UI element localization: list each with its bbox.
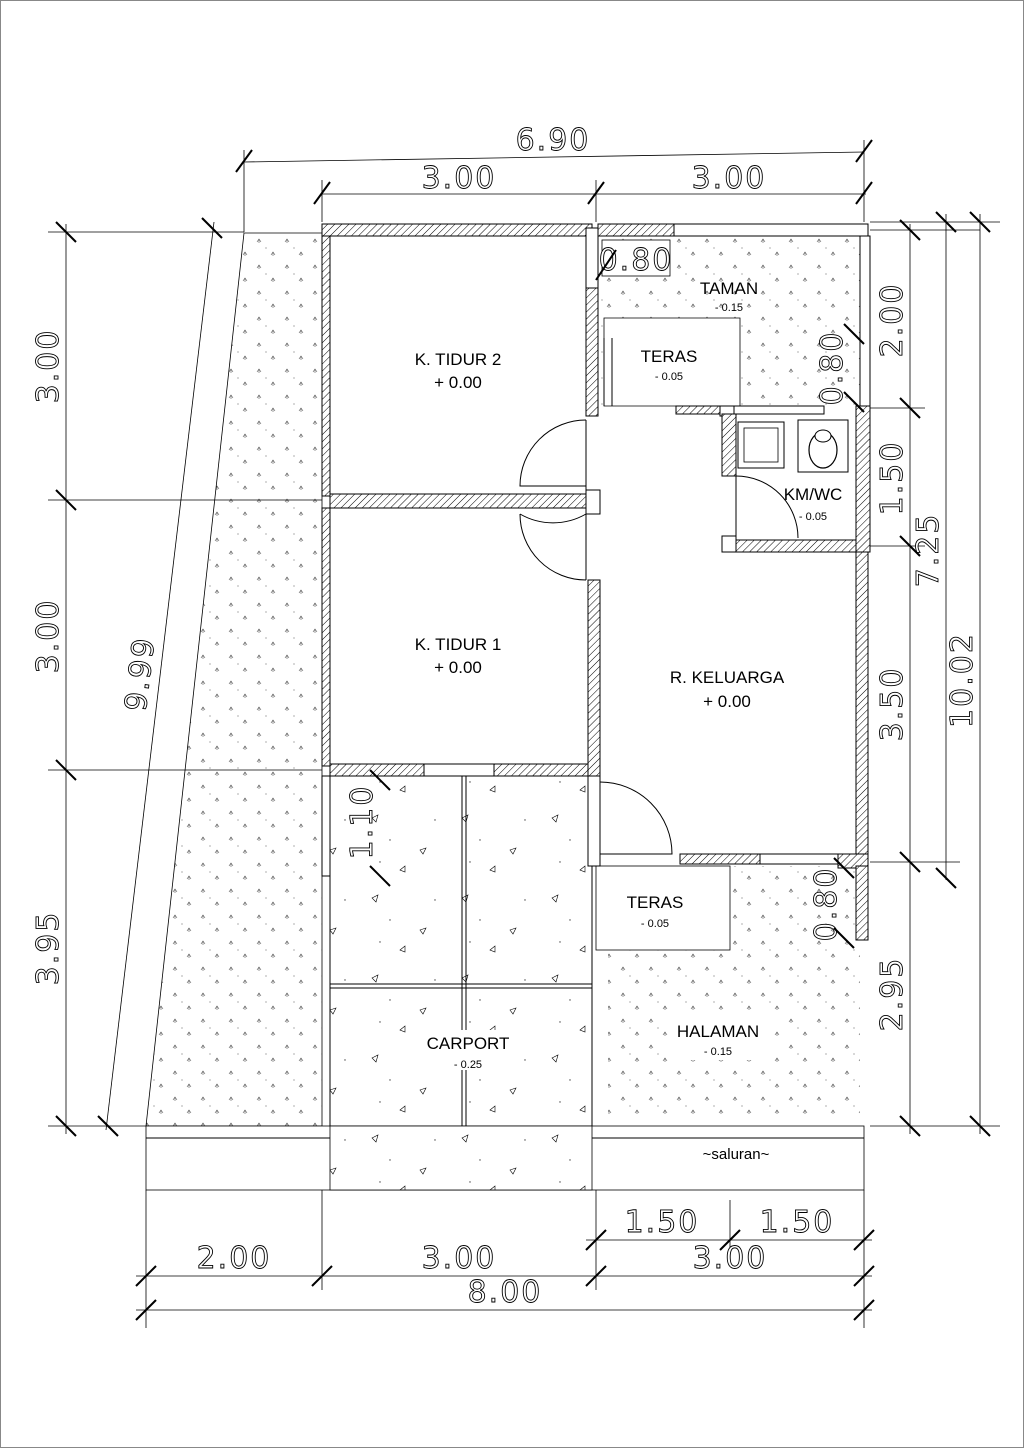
level-r-keluarga: + 0.00 <box>703 692 751 711</box>
label-taman: TAMAN <box>700 279 758 298</box>
room-label-km-wc: KM/WC - 0.05 <box>784 485 843 523</box>
kamar-tidur-1-area <box>330 508 586 766</box>
dim-left-2: 3.00 <box>31 599 66 674</box>
saluran-channel <box>145 1125 865 1191</box>
dim-right-3: 3.50 <box>875 667 910 742</box>
dim-bottom-sub-1: 1.50 <box>625 1205 700 1240</box>
dim-window-taman: 0.80 <box>599 243 674 278</box>
room-label-carport: CARPORT - 0.25 <box>418 1030 518 1071</box>
side-garden <box>145 232 323 1127</box>
dim-right-mid: 7.25 <box>911 513 946 588</box>
label-km-wc: KM/WC <box>784 485 843 504</box>
dimension-top: 6.90 3.00 3.00 <box>235 123 873 232</box>
kamar-tidur-2-area <box>330 236 586 496</box>
dim-top-total: 6.90 <box>516 123 591 158</box>
walls <box>321 223 871 941</box>
dim-bottom-total: 8.00 <box>468 1275 543 1310</box>
dimension-bottom: 1.50 1.50 2.00 3.00 3.00 8.00 <box>135 1190 875 1328</box>
level-km-wc: - 0.05 <box>799 511 827 523</box>
label-k-tidur-2: K. TIDUR 2 <box>415 350 502 369</box>
dimension-details: 0.80 0.80 0.80 1.10 <box>345 239 865 949</box>
level-teras-bawah: - 0.05 <box>641 918 669 930</box>
label-teras-bawah: TERAS <box>627 893 684 912</box>
label-k-tidur-1: K. TIDUR 1 <box>415 635 502 654</box>
dim-bottom-2: 3.00 <box>422 1241 497 1276</box>
room-label-halaman: HALAMAN - 0.15 <box>668 1018 774 1060</box>
dim-right-2: 1.50 <box>875 441 910 516</box>
dim-window-teras: 0.80 <box>815 331 850 406</box>
dim-diagonal: 9.99 <box>119 635 163 714</box>
room-label-r-keluarga: R. KELUARGA + 0.00 <box>670 668 785 711</box>
room-label-teras-atas: TERAS - 0.05 <box>641 347 698 383</box>
room-label-k-tidur-2: K. TIDUR 2 + 0.00 <box>415 350 502 392</box>
carport-area <box>330 776 592 1190</box>
level-taman: - 0.15 <box>715 302 743 314</box>
dim-left-1: 3.00 <box>31 329 66 404</box>
level-k-tidur-1: + 0.00 <box>434 658 482 677</box>
dim-top-right: 3.00 <box>692 161 767 196</box>
teras-bawah-area <box>595 865 731 951</box>
dim-right-4: 2.95 <box>875 957 910 1032</box>
room-label-k-tidur-1: K. TIDUR 1 + 0.00 <box>415 635 502 677</box>
dim-bottom-1: 2.00 <box>197 1241 272 1276</box>
label-r-keluarga: R. KELUARGA <box>670 668 785 687</box>
room-label-teras-bawah: TERAS - 0.05 <box>627 893 684 930</box>
bathroom-fixtures <box>737 419 849 473</box>
ruang-keluarga-area <box>600 548 858 856</box>
dim-left-3: 3.95 <box>31 911 66 986</box>
room-label-taman: TAMAN - 0.15 <box>700 279 758 314</box>
dim-right-total: 10.02 <box>945 632 980 728</box>
dim-right-1: 2.00 <box>875 283 910 358</box>
label-carport: CARPORT <box>427 1034 510 1053</box>
dim-carport-gap: 1.10 <box>345 785 380 860</box>
dim-window-halaman: 0.80 <box>809 867 844 942</box>
doors <box>519 338 799 855</box>
dim-bottom-sub-2: 1.50 <box>760 1205 835 1240</box>
label-saluran: ~saluran~ <box>703 1146 770 1163</box>
level-teras-atas: - 0.05 <box>655 371 683 383</box>
level-halaman: - 0.15 <box>704 1046 732 1058</box>
level-carport: - 0.25 <box>454 1059 482 1071</box>
dimension-left: 3.00 3.00 3.95 9.99 <box>31 217 322 1137</box>
dimension-right: 2.00 1.50 3.50 2.95 7.25 10.02 <box>870 211 1000 1137</box>
label-teras-atas: TERAS <box>641 347 698 366</box>
level-k-tidur-2: + 0.00 <box>434 373 482 392</box>
dim-bottom-3: 3.00 <box>693 1241 768 1276</box>
dim-top-left: 3.00 <box>422 161 497 196</box>
label-halaman: HALAMAN <box>677 1022 759 1041</box>
